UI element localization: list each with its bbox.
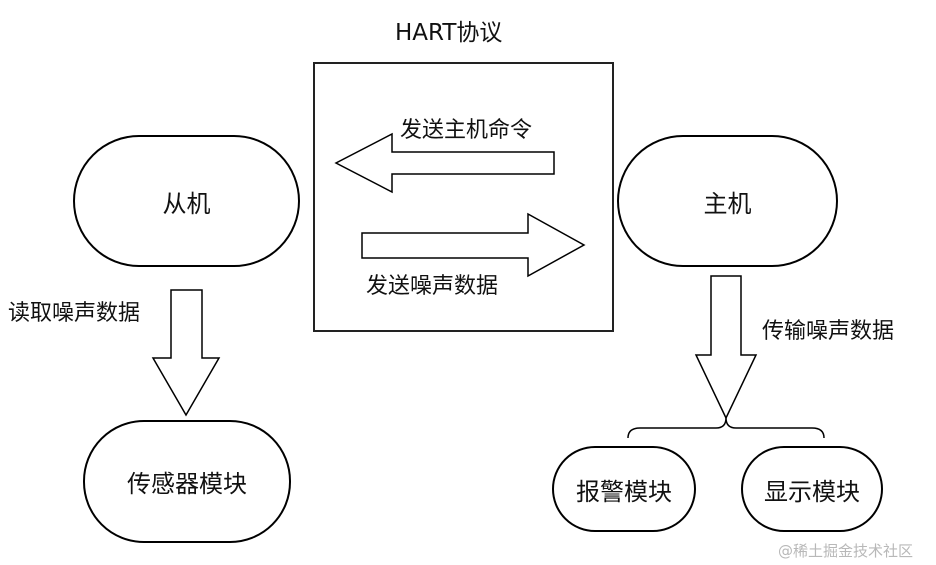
host-to-slave-label: 发送主机命令 [400, 118, 533, 143]
host-transmit-label: 传输噪声数据 [762, 319, 895, 344]
hart-protocol-box [313, 62, 614, 332]
diagram-title: HART协议 [395, 20, 503, 46]
alarm-module-label: 报警模块 [576, 477, 672, 506]
host-node: 主机 [617, 135, 838, 267]
slave-to-host-label: 发送噪声数据 [366, 274, 499, 299]
slave-node: 从机 [73, 135, 300, 267]
sensor-module-label: 传感器模块 [127, 470, 247, 498]
sensor-read-label: 读取噪声数据 [8, 301, 141, 326]
arrow-to-host [361, 212, 586, 278]
split-brace [627, 417, 825, 439]
slave-node-label: 从机 [162, 189, 211, 218]
host-node-label: 主机 [703, 189, 752, 218]
display-module-node: 显示模块 [741, 446, 883, 532]
alarm-module-node: 报警模块 [552, 446, 696, 532]
display-module-label: 显示模块 [764, 477, 860, 506]
arrow-to-slave [334, 132, 555, 194]
arrow-down-outputs [694, 275, 758, 420]
sensor-module-node: 传感器模块 [83, 420, 291, 543]
watermark: @稀土掘金技术社区 [778, 542, 914, 560]
arrow-down-sensor [151, 289, 221, 417]
